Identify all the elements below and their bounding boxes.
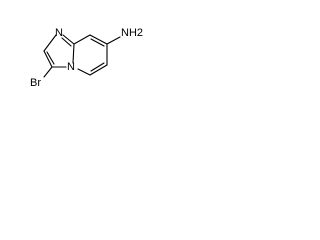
atom-label-bromine: Br [30,77,41,89]
bond-c6-c5-double [90,62,105,72]
atom-label-n4: N [67,61,75,73]
bond-n1-c2 [43,34,57,52]
structure-diagram: N N NH2 Br [30,27,143,89]
bond-c2-c3-double [46,51,55,65]
bond-c8a-n1-double [61,37,72,47]
bond-n4-c8a [72,43,75,64]
bond-c8-c7-double [90,38,105,47]
bond-c8a-n1 [62,34,75,45]
bond-c2-c3 [43,50,53,68]
bond-c3-bromine [43,66,53,78]
bond-c5-n4 [77,68,91,76]
atom-label-amine: NH2 [121,27,143,39]
bond-c6-c5 [89,64,108,76]
bond-c7-amine [106,36,121,45]
bond-c8-c7 [89,34,108,45]
atom-label-n1: N [55,27,63,39]
bond-c8a-c8 [73,34,91,45]
